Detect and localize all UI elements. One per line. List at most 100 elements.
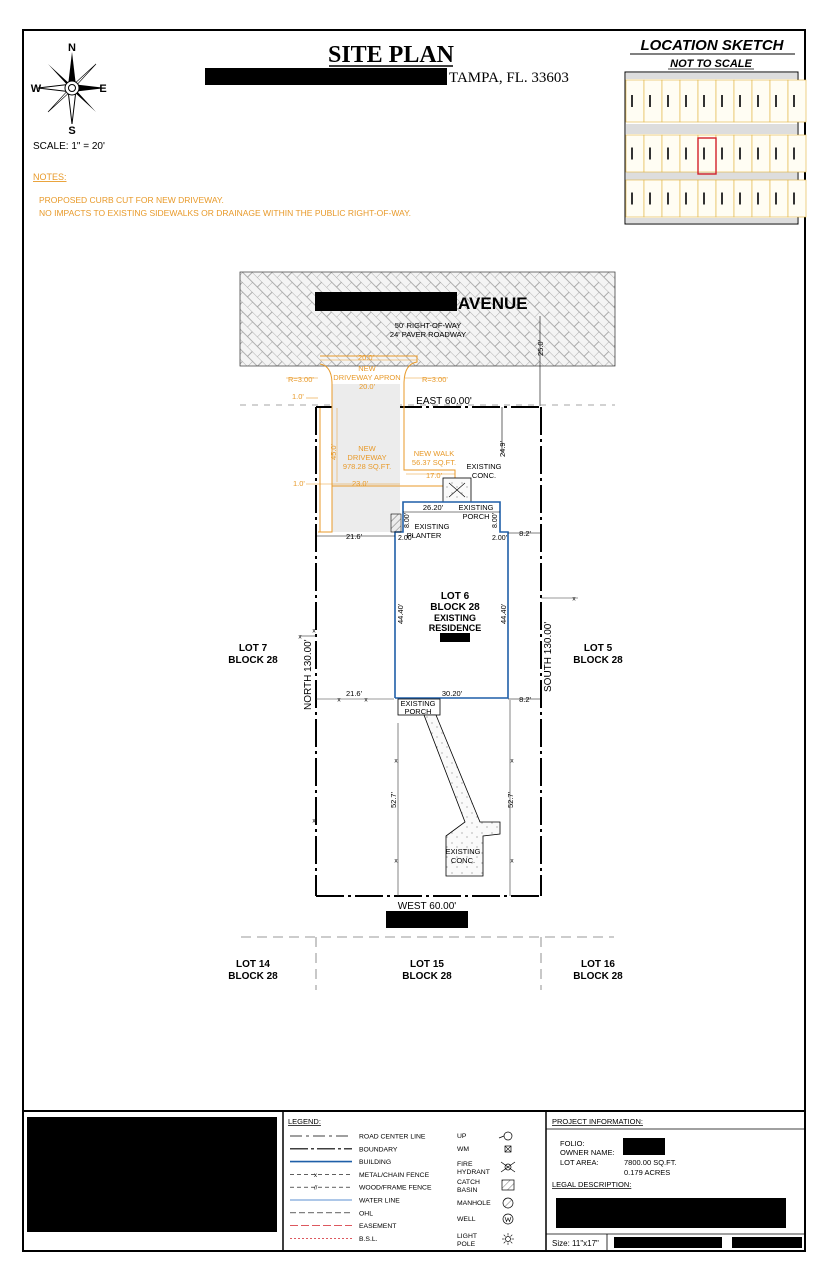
legend-symbol-label: WELL bbox=[457, 1216, 476, 1223]
planter-depth: 8.00' bbox=[404, 513, 411, 528]
legend-symbol-label: CATCH bbox=[457, 1179, 480, 1186]
radius-left: R=3.00' bbox=[288, 375, 314, 384]
rear-porch-label: EXISTING bbox=[400, 699, 435, 708]
existing-conc-label: EXISTING bbox=[466, 462, 501, 471]
legend-title: LEGEND: bbox=[288, 1117, 321, 1126]
fence-mark: x bbox=[312, 628, 316, 635]
offset-top: 1.0' bbox=[292, 392, 304, 401]
redacted-folio bbox=[623, 1138, 665, 1155]
driveway-label-2: DRIVEWAY bbox=[347, 453, 386, 462]
apron-label-2: DRIVEWAY APRON bbox=[333, 373, 400, 382]
walk-length: 17.0' bbox=[426, 471, 443, 480]
redacted-residence bbox=[440, 633, 470, 642]
existing-conc-label-2: CONC. bbox=[472, 471, 496, 480]
porch-width: 26.20' bbox=[423, 503, 444, 512]
boundary-east: EAST 60.00' bbox=[416, 396, 472, 407]
legend-line-label: WATER LINE bbox=[359, 1198, 400, 1205]
planter-label: EXISTING bbox=[414, 522, 449, 531]
rear-porch bbox=[397, 698, 441, 716]
fence-mark: x bbox=[510, 858, 514, 865]
driveway-length: 45.0' bbox=[329, 443, 338, 460]
boundary-west: WEST 60.00' bbox=[398, 901, 457, 912]
legend-line-label: B.S.L. bbox=[359, 1236, 378, 1243]
redacted-company-block bbox=[27, 1117, 277, 1232]
legend-symbol-icon bbox=[502, 1213, 514, 1225]
page-title: SITE PLAN bbox=[328, 42, 455, 68]
lot-16-label: LOT 16 bbox=[581, 959, 615, 970]
apron-top-width: 20.0' bbox=[358, 353, 375, 362]
sheet-size: Size: 11"x17" bbox=[552, 1239, 599, 1248]
lot-6-label: LOT 6 bbox=[441, 591, 470, 602]
block-label: BLOCK 28 bbox=[430, 602, 480, 613]
legend-symbol-label: HYDRANT bbox=[457, 1169, 490, 1176]
legend-symbol-label: BASIN bbox=[457, 1187, 477, 1194]
fence-mark: x bbox=[394, 858, 398, 865]
paver-roadway-label: 24' PAVER ROADWAY bbox=[390, 330, 466, 339]
radius-right: R=3.00' bbox=[422, 375, 448, 384]
rear-conc-label-2: CONC. bbox=[451, 856, 475, 865]
legend-line-label: ROAD CENTER LINE bbox=[359, 1134, 426, 1141]
legend-symbol-icon bbox=[502, 1233, 514, 1245]
porch-label-2: PORCH bbox=[462, 512, 489, 521]
legend-mark: x bbox=[314, 1173, 317, 1179]
legend-symbol-label: LIGHT bbox=[457, 1233, 477, 1240]
compass-n: N bbox=[68, 42, 76, 54]
right-jog: 2.00' bbox=[492, 535, 507, 542]
driveway-label: NEW bbox=[358, 444, 376, 453]
rear-walk bbox=[423, 714, 501, 877]
paver-roadway bbox=[239, 271, 616, 367]
existing-planter bbox=[390, 513, 402, 533]
legend-symbol-label: WM bbox=[457, 1146, 469, 1153]
redacted-footer-1 bbox=[614, 1237, 722, 1248]
lot-5-label: LOT 5 bbox=[584, 643, 613, 654]
legend-symbol-label: FIRE bbox=[457, 1161, 473, 1168]
lot-area-label: LOT AREA: bbox=[560, 1158, 599, 1167]
fence-mark: x bbox=[337, 697, 341, 704]
redacted-footer-2 bbox=[732, 1237, 802, 1248]
legend-line-label: WOOD/FRAME FENCE bbox=[359, 1185, 432, 1192]
boundary-north: NORTH 130.00' bbox=[303, 639, 314, 710]
residence-label: EXISTING bbox=[434, 613, 476, 623]
driveway-width: 23.0' bbox=[352, 479, 369, 488]
rear-right-dim: 52.7' bbox=[506, 791, 515, 808]
lot-area-sqft: 7800.00 SQ.FT. bbox=[624, 1158, 677, 1167]
lot-7-label: LOT 7 bbox=[239, 643, 268, 654]
note-line: NO IMPACTS TO EXISTING SIDEWALKS OR DRAI… bbox=[39, 208, 411, 218]
walk-area: 56.37 SQ.FT. bbox=[412, 458, 456, 467]
apron-label: NEW bbox=[358, 364, 376, 373]
left-setback-top: 21.6' bbox=[346, 532, 363, 541]
right-depth: 44.40' bbox=[499, 603, 508, 624]
porch-label: EXISTING bbox=[458, 503, 493, 512]
lot-16-block: BLOCK 28 bbox=[573, 971, 623, 982]
fence-mark: x bbox=[312, 818, 316, 825]
legend-symbol-label: UP bbox=[457, 1133, 467, 1140]
redacted-street-name bbox=[315, 292, 457, 311]
location-sketch-title: LOCATION SKETCH bbox=[640, 37, 784, 54]
lot-14-label: LOT 14 bbox=[236, 959, 270, 970]
rear-porch-label-2: PORCH bbox=[404, 707, 431, 716]
front-setback: 24.9' bbox=[498, 440, 507, 457]
lot-5-block: BLOCK 28 bbox=[573, 655, 623, 666]
legend-symbol-icon bbox=[498, 1131, 513, 1141]
left-setback-bottom: 21.6' bbox=[346, 689, 363, 698]
lot-15-block: BLOCK 28 bbox=[402, 971, 452, 982]
offset-mid: 1.0' bbox=[293, 479, 305, 488]
legend-line-label: METAL/CHAIN FENCE bbox=[359, 1172, 430, 1179]
legend-symbol-label: POLE bbox=[457, 1241, 476, 1248]
note-line: PROPOSED CURB CUT FOR NEW DRIVEWAY. bbox=[39, 195, 224, 205]
planter-width: 2.00' bbox=[398, 535, 413, 542]
rear-width: 30.20' bbox=[442, 689, 463, 698]
planter-label-2: PLANTER bbox=[407, 531, 442, 540]
street-name: AVENUE bbox=[458, 294, 528, 313]
fence-mark: x bbox=[510, 758, 514, 765]
owner-label: OWNER NAME: bbox=[560, 1148, 615, 1157]
fence-mark: x bbox=[364, 697, 368, 704]
legend-symbol-icon bbox=[502, 1197, 514, 1209]
redacted-legal bbox=[556, 1198, 786, 1228]
redacted-west-label bbox=[386, 911, 468, 928]
folio-label: FOLIO: bbox=[560, 1139, 585, 1148]
compass-s: S bbox=[68, 125, 75, 137]
walk-label: NEW WALK bbox=[414, 449, 455, 458]
location-sketch-subtitle: NOT TO SCALE bbox=[670, 58, 752, 70]
compass-e: E bbox=[99, 83, 106, 95]
